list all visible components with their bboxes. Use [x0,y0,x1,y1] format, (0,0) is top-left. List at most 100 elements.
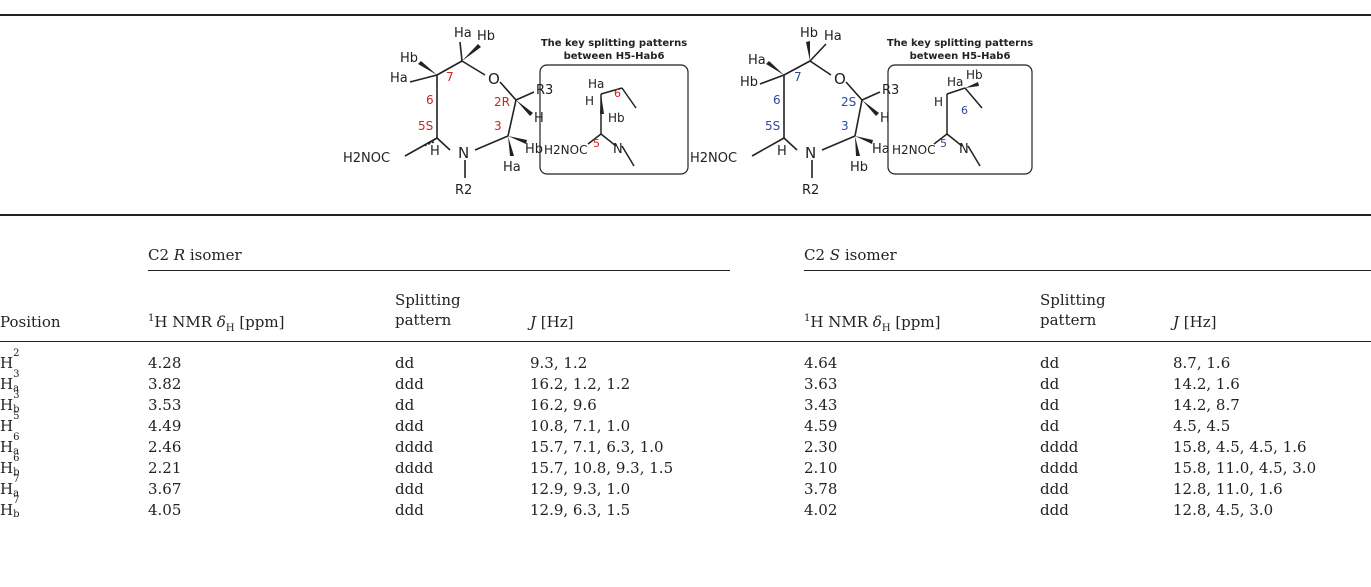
cell-s-shift: 2.30 [804,438,838,456]
box-atom-h: H [934,95,943,109]
cell-r-shift: 4.49 [148,417,182,435]
box-locant-c6: 6 [961,104,968,117]
cell-r-j: 15.7, 7.1, 6.3, 1.0 [530,438,664,456]
cell-r-split: dddd [395,438,434,456]
cell-s-j: 8.7, 1.6 [1173,354,1231,372]
cell-r-split: dddd [395,459,434,477]
cell-s-split: dd [1040,396,1060,414]
locant-c7: 7 [794,70,802,84]
box-locant-c5: 5 [593,137,600,150]
splitting-box-r: The key splitting patterns between H5-Ha… [539,38,689,175]
atom-r2: R2 [802,183,819,198]
box-locant-c5: 5 [940,137,947,150]
atom-h: H [430,144,440,159]
locant-c2: 2S [841,95,856,109]
cell-r-j: 9.3, 1.2 [530,354,588,372]
atom-h: H [534,111,544,126]
locant-c2: 2R [494,95,510,109]
cell-r-shift: 2.46 [148,438,182,456]
cell-s-shift: 4.02 [804,501,838,519]
box-atom-hb: Hb [966,68,983,82]
cell-r-split: ddd [395,375,424,393]
atom-hb: Hb [400,51,418,66]
cell-r-split: dd [395,354,415,372]
cell-s-shift: 3.78 [804,480,838,498]
cell-s-split: dddd [1040,438,1079,456]
structures-svg: Ha Hb Hb Ha O R3 H Hb Ha N R2 H H2NOC 7 … [343,26,1033,198]
group-rule-r [148,270,730,271]
atom-o: O [834,70,846,88]
col-header-j-r: J [Hz] [530,313,574,331]
atom-h: H [880,111,890,126]
atom-r3: R3 [882,83,899,98]
cell-r-shift: 3.67 [148,480,182,498]
atom-hb: Hb [525,142,543,157]
cell-s-split: dd [1040,417,1060,435]
cell-r-shift: 4.28 [148,354,182,372]
top-rule [0,14,1371,16]
locant-c6: 6 [773,93,781,107]
cell-r-j: 16.2, 9.6 [530,396,597,414]
cell-r-shift: 2.21 [148,459,182,477]
cell-s-shift: 3.63 [804,375,838,393]
box-atom-hb: Hb [608,111,625,125]
cell-s-j: 4.5, 4.5 [1173,417,1231,435]
atom-ha: Ha [390,71,408,86]
cell-r-j: 10.8, 7.1, 1.0 [530,417,631,435]
cell-r-j: 12.9, 6.3, 1.5 [530,501,631,519]
locant-c5: 5S [765,119,780,133]
cell-s-j: 14.2, 8.7 [1173,396,1240,414]
cell-s-split: ddd [1040,480,1069,498]
cell-s-j: 12.8, 4.5, 3.0 [1173,501,1274,519]
cell-r-split: ddd [395,417,424,435]
locant-c5: 5S [418,119,433,133]
cell-s-shift: 3.43 [804,396,838,414]
atom-ha: Ha [824,29,842,44]
figure-bottom-rule [0,214,1371,216]
cell-r-split: dd [395,396,415,414]
group-amide: H2NOC [343,151,390,166]
atom-n: N [805,144,816,162]
col-header-nmr-r: 1H NMR δH [ppm] [148,313,285,334]
box-title-line1: The key splitting patterns [541,38,687,49]
box-locant-c6: 6 [614,87,621,100]
structure-figure: Ha Hb Hb Ha O R3 H Hb Ha N R2 H H2NOC 7 … [0,22,1371,202]
header-bottom-rule [0,341,1371,342]
box-atom-n: N [959,142,969,157]
cell-s-shift: 4.64 [804,354,838,372]
cell-r-split: ddd [395,501,424,519]
cell-s-shift: 2.10 [804,459,838,477]
atom-r3: R3 [536,83,553,98]
cell-r-shift: 4.05 [148,501,182,519]
box-group-amide: H2NOC [892,143,935,157]
locant-c7: 7 [446,70,454,84]
cell-s-j: 12.8, 11.0, 1.6 [1173,480,1283,498]
atom-hb: Hb [850,160,868,175]
atom-hb: Hb [800,26,818,41]
cell-s-j: 15.8, 11.0, 4.5, 3.0 [1173,459,1317,477]
group-header-r: C2 R isomer [148,246,242,264]
atom-hb: Hb [477,29,495,44]
atom-ha: Ha [872,142,890,157]
structure-2r: Ha Hb Hb Ha O R3 H Hb Ha N R2 H H2NOC 7 … [343,26,553,198]
box-title-line2: between H5-Hab6 [910,51,1011,62]
group-header-s: C2 S isomer [804,246,897,264]
box-atom-n: N [613,142,623,157]
cell-r-j: 12.9, 9.3, 1.0 [530,480,631,498]
atom-hb: Hb [740,75,758,90]
atom-n: N [458,144,469,162]
cell-s-shift: 4.59 [804,417,838,435]
atom-ha: Ha [454,26,472,41]
cell-s-j: 14.2, 1.6 [1173,375,1240,393]
atom-ha: Ha [503,160,521,175]
atom-r2: R2 [455,183,472,198]
atom-h: H [777,144,787,159]
